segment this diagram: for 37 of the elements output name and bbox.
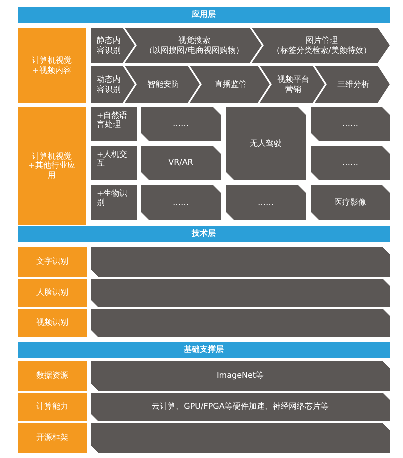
category-box: 计算能力	[18, 393, 87, 421]
layer-header-bar: 应用层	[18, 7, 390, 23]
category-box: 文字识别	[18, 247, 87, 277]
content-box: ……	[311, 107, 390, 141]
category-box: 数据资源	[18, 361, 87, 391]
subcategory-box: +自然语言处理	[91, 107, 137, 141]
chevron-banner	[252, 28, 390, 63]
content-box: ……	[141, 107, 221, 141]
category-box: 计算机视觉+视频内容	[18, 28, 86, 103]
chevron-banner: 视频平台营销	[260, 66, 325, 103]
chevron-banner: 三维分析	[315, 66, 390, 103]
heading-text: 视觉搜索	[178, 36, 210, 46]
content-bar: ImageNet等	[91, 361, 390, 391]
content-box: VR/AR	[141, 146, 221, 180]
subcategory-box: +人机交互	[91, 146, 137, 180]
content-bar	[91, 309, 390, 337]
content-box: 医疗影像	[311, 185, 390, 220]
content-bar	[91, 279, 390, 307]
content-box: 无人驾驶	[226, 107, 306, 180]
content-bar	[91, 247, 390, 277]
content-box: ……	[311, 146, 390, 180]
chevron-banner: 智能安防	[125, 66, 200, 103]
note-text: （以图搜图/电商视图购物）	[145, 46, 244, 55]
content-bar	[91, 423, 390, 453]
category-box: 人脸识别	[18, 279, 87, 307]
category-box: 计算机视觉+其他行业应用	[18, 107, 86, 225]
layer-header-bar: 基础支撑层	[18, 342, 390, 358]
content-box: ……	[226, 185, 306, 220]
note-text: （标签分类检索/美颜特效）	[272, 46, 372, 55]
heading-text: 图片管理	[306, 36, 338, 46]
content-bar: 云计算、GPU/FPGA等硬件加速、神经网络芯片等	[91, 393, 390, 421]
subcategory-box: +生物识别	[91, 185, 137, 220]
content-box: ……	[141, 185, 221, 220]
category-box: 视频识别	[18, 309, 87, 337]
layer-header-bar: 技术层	[18, 226, 390, 242]
category-box: 开源框架	[18, 423, 87, 453]
chevron-banner: 直播监管	[190, 66, 270, 103]
